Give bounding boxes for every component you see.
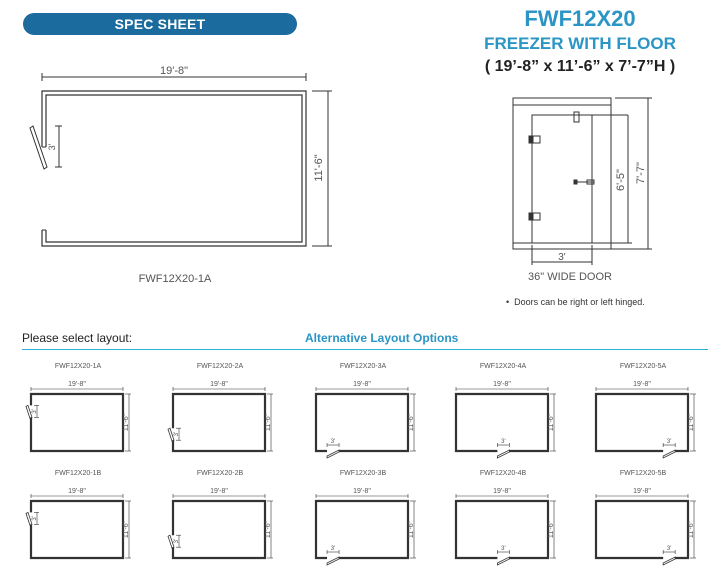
total-height-label: 7'-7": [635, 162, 647, 184]
layout-depth-label: 11'-6": [265, 520, 272, 538]
layout-door-label: 3': [32, 516, 38, 520]
layout-option-fwf12x20-5a[interactable]: FWF12X20-5A 19'-8" 11'-6": [578, 363, 708, 463]
model-title: FWF12X20: [524, 6, 636, 31]
alternative-layouts-heading: Alternative Layout Options: [305, 331, 459, 345]
layout-option-fwf12x20-2a[interactable]: FWF12X20-2A 19'-8" 11'-6": [155, 363, 285, 463]
layout-depth-label: 11'-6": [688, 413, 695, 431]
product-dimensions: ( 19’-8” x 11’-6” x 7’-7”H ): [484, 58, 676, 75]
layout-thumbnail-drawing: 19'-8" 11'-6" 3': [454, 381, 556, 459]
plan-door-label: 3': [47, 143, 57, 150]
layout-thumbnail-drawing: 19'-8" 11'-6" 3': [594, 488, 696, 566]
section-divider: [22, 349, 708, 350]
layout-depth-label: 11'-6": [123, 520, 130, 538]
layout-option-label: FWF12X20-4B: [479, 470, 527, 477]
layout-door-label: 3': [174, 539, 180, 543]
layout-door-label: 3': [174, 432, 180, 436]
layout-thumbnail-drawing: 19'-8" 11'-6" 3': [594, 381, 696, 459]
layout-option-fwf12x20-1a[interactable]: FWF12X20-1A 19'-8" 11'-6": [13, 363, 143, 463]
layout-width-label: 19'-8": [633, 381, 651, 388]
layout-thumbnail-drawing: 19'-8" 11'-6" 3': [314, 488, 416, 566]
layout-thumbnail-drawing: 19'-8" 11'-6" 3': [167, 488, 273, 560]
layout-option-label: FWF12X20-1A: [54, 363, 102, 370]
select-layout-label: Please select layout:: [22, 331, 133, 345]
layout-depth-label: 11'-6": [408, 413, 415, 431]
layout-door-label: 3': [331, 439, 335, 445]
plan-caption: FWF12X20-1A: [138, 273, 212, 285]
layout-door-label: 3': [667, 439, 671, 445]
layout-door-label: 3': [331, 546, 335, 552]
layout-option-label: FWF12X20-2A: [196, 363, 244, 370]
layout-thumbnail-drawing: 19'-8" 11'-6" 3': [314, 381, 416, 459]
door-width-label: 3': [558, 252, 566, 263]
door-elevation-drawing: 3' 6'-5" 7'-7": [512, 97, 652, 265]
layout-option-label: FWF12X20-2B: [196, 470, 244, 477]
layout-door-label: 3': [501, 439, 505, 445]
hinge-note: Doors can be right or left hinged.: [506, 297, 645, 307]
layout-thumbnail-drawing: 19'-8" 11'-6" 3': [25, 488, 131, 560]
layout-option-fwf12x20-2b[interactable]: FWF12X20-2B 19'-8" 11'-6": [155, 470, 285, 570]
layout-option-label: FWF12X20-3B: [339, 470, 387, 477]
floor-plan-drawing: 19'-8" 11'-6" 3': [29, 65, 332, 247]
layout-option-label: FWF12X20-5B: [619, 470, 667, 477]
layout-width-label: 19'-8": [493, 381, 511, 388]
layout-depth-label: 11'-6": [265, 413, 272, 431]
layout-thumbnail-drawing: 19'-8" 11'-6" 3': [454, 488, 556, 566]
product-type: FREEZER WITH FLOOR: [484, 34, 676, 53]
layout-thumbnail-drawing: 19'-8" 11'-6" 3': [167, 381, 273, 453]
layout-depth-label: 11'-6": [408, 520, 415, 538]
layout-option-label: FWF12X20-4A: [479, 363, 527, 370]
layout-door-label: 3': [32, 409, 38, 413]
layout-width-label: 19'-8": [68, 381, 86, 388]
layout-option-fwf12x20-4b[interactable]: FWF12X20-4B 19'-8" 11'-6": [438, 470, 568, 570]
layout-width-label: 19'-8": [353, 488, 371, 495]
layout-option-fwf12x20-4a[interactable]: FWF12X20-4A 19'-8" 11'-6": [438, 363, 568, 463]
layout-width-label: 19'-8": [633, 488, 651, 495]
layout-option-fwf12x20-1b[interactable]: FWF12X20-1B 19'-8" 11'-6": [13, 470, 143, 570]
layout-depth-label: 11'-6": [688, 520, 695, 538]
layout-width-label: 19'-8": [493, 488, 511, 495]
layout-width-label: 19'-8": [210, 381, 228, 388]
spec-sheet-banner: SPEC SHEET: [23, 13, 297, 35]
layout-option-label: FWF12X20-5A: [619, 363, 667, 370]
layout-option-fwf12x20-3b[interactable]: FWF12X20-3B 19'-8" 11'-6": [298, 470, 428, 570]
door-caption: 36" WIDE DOOR: [528, 271, 612, 283]
layout-depth-label: 11'-6": [548, 413, 555, 431]
layout-option-label: FWF12X20-3A: [339, 363, 387, 370]
door-height-label: 6'-5": [615, 169, 627, 191]
layout-width-label: 19'-8": [210, 488, 228, 495]
plan-depth-label: 11'-6": [313, 154, 325, 181]
layout-door-label: 3': [501, 546, 505, 552]
plan-width-label: 19'-8": [160, 65, 188, 77]
layout-depth-label: 11'-6": [123, 413, 130, 431]
layout-option-fwf12x20-5b[interactable]: FWF12X20-5B 19'-8" 11'-6": [578, 470, 708, 570]
layout-option-fwf12x20-3a[interactable]: FWF12X20-3A 19'-8" 11'-6": [298, 363, 428, 463]
layout-thumbnail-drawing: 19'-8" 11'-6" 3': [25, 381, 131, 453]
layout-width-label: 19'-8": [353, 381, 371, 388]
layout-depth-label: 11'-6": [548, 520, 555, 538]
layout-option-label: FWF12X20-1B: [54, 470, 102, 477]
layout-door-label: 3': [667, 546, 671, 552]
layout-width-label: 19'-8": [68, 488, 86, 495]
